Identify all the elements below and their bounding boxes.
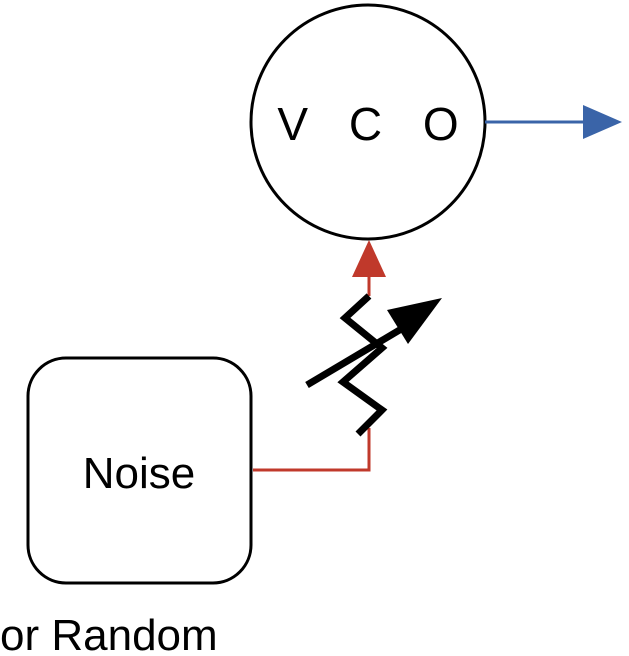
- resistor-arrow-shaft: [305, 318, 415, 389]
- variable-resistor-icon: [305, 293, 442, 437]
- caption-text: or Random: [0, 611, 218, 656]
- output-arrow: [485, 105, 622, 139]
- control-arrow-head: [352, 240, 386, 277]
- noise-box: [26, 356, 253, 585]
- vco-label: V C O: [277, 98, 472, 150]
- vco-node: V C O: [249, 3, 487, 241]
- noise-node: Noise: [26, 356, 253, 585]
- noise-label: Noise: [83, 449, 196, 498]
- output-arrow-head: [583, 105, 622, 139]
- control-wire: [253, 428, 371, 472]
- resistor-arrow-head: [387, 298, 442, 344]
- resistor-zigzag: [337, 293, 388, 437]
